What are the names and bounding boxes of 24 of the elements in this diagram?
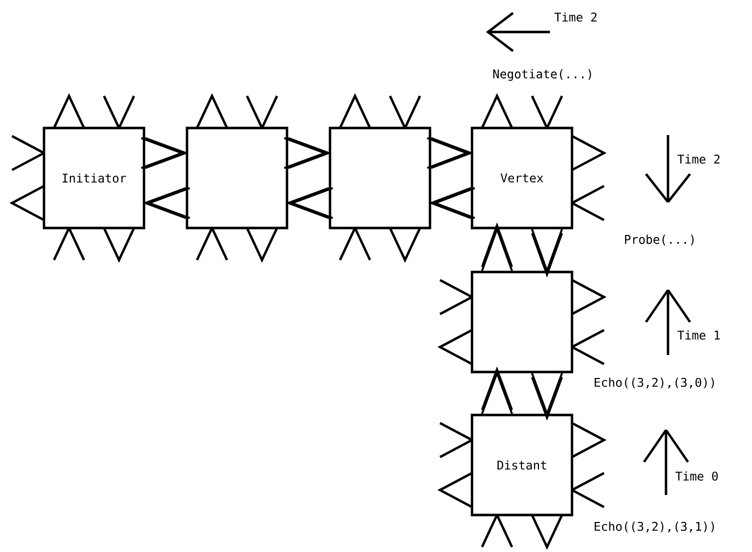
double-chevron-arrow	[142, 187, 191, 219]
double-chevron-arrow	[426, 137, 474, 169]
double-chevron-arrow	[481, 366, 513, 415]
node-box: Vertex	[470, 126, 574, 230]
text-label: Probe(...)	[625, 234, 694, 246]
text-label: Echo((3,2),(3,1))	[594, 522, 714, 532]
node-box: Initiator	[42, 126, 146, 230]
text-label: Time 2	[554, 12, 597, 22]
text-label: Time 1	[678, 330, 720, 340]
node-box	[470, 270, 574, 374]
text-label: Negotiate(...)	[493, 69, 592, 81]
double-chevron-arrow	[428, 187, 476, 219]
text-label: Time 2	[678, 154, 720, 164]
double-chevron-arrow	[285, 187, 334, 219]
text-label: Time 0	[676, 471, 718, 481]
text-label: Echo((3,2),(3,0))	[594, 378, 714, 388]
node-box	[328, 126, 432, 230]
node-box: Distant	[470, 414, 574, 516]
double-chevron-arrow	[531, 228, 563, 278]
node-box	[186, 126, 288, 230]
double-chevron-arrow	[481, 222, 513, 272]
double-chevron-arrow	[283, 137, 332, 169]
double-chevron-arrow	[531, 372, 563, 421]
double-chevron-arrow	[140, 137, 189, 169]
